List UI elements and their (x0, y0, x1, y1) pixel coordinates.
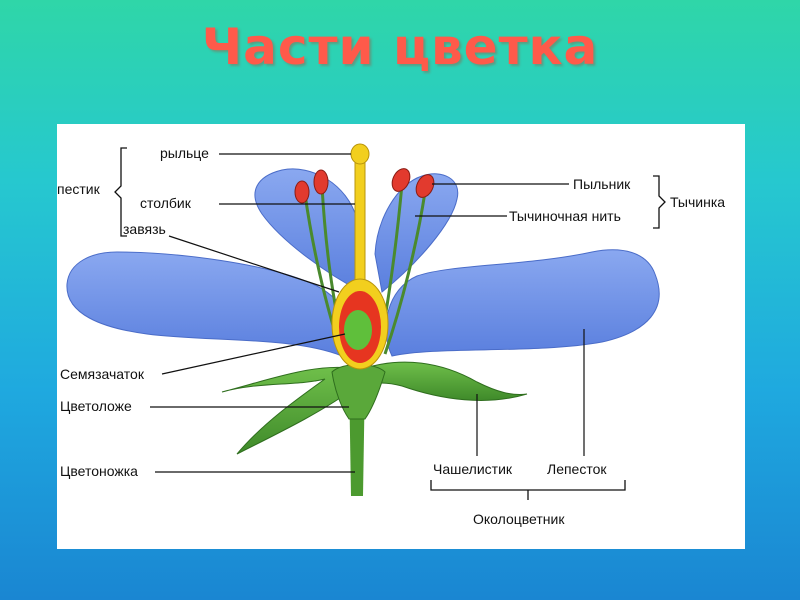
label-ovule: Семязачаток (60, 366, 145, 382)
label-style: столбик (140, 195, 192, 211)
label-pedicel: Цветоножка (60, 463, 138, 479)
back-petal-left (254, 168, 363, 293)
label-perianth: Околоцветник (473, 511, 565, 527)
label-ovary: завязь (123, 221, 166, 237)
petal-left (66, 251, 350, 357)
ovule (344, 310, 372, 350)
label-filament: Тычиночная нить (509, 208, 621, 224)
sepal-right (361, 361, 528, 401)
anther-3 (391, 168, 411, 192)
stamen-brace (653, 175, 666, 229)
flower-diagram: пестик рыльце столбик завязь Семязачаток… (57, 143, 725, 527)
label-receptacle: Цветоложе (60, 398, 132, 414)
pestle-brace (114, 147, 127, 237)
label-stamen: Тычинка (670, 194, 725, 210)
label-pestle: пестик (57, 181, 101, 197)
label-sepal: Чашелистик (433, 461, 513, 477)
stigma (350, 143, 370, 165)
petal-right (385, 249, 660, 357)
receptacle (331, 364, 386, 420)
slide-title: Части цветка (201, 18, 599, 76)
leader-ovule (161, 333, 346, 375)
anther-1 (294, 180, 310, 204)
perianth-bracket (430, 480, 626, 500)
label-anther: Пыльник (573, 176, 631, 192)
sepal-left (221, 366, 358, 455)
diagram-panel: пестик рыльце столбик завязь Семязачаток… (57, 124, 745, 549)
label-stigma: рыльце (160, 145, 209, 161)
anther-2 (313, 169, 329, 195)
anther-4 (415, 174, 435, 198)
label-petal: Лепесток (547, 461, 607, 477)
filament-4 (383, 191, 427, 355)
leader-ovary (168, 235, 340, 293)
